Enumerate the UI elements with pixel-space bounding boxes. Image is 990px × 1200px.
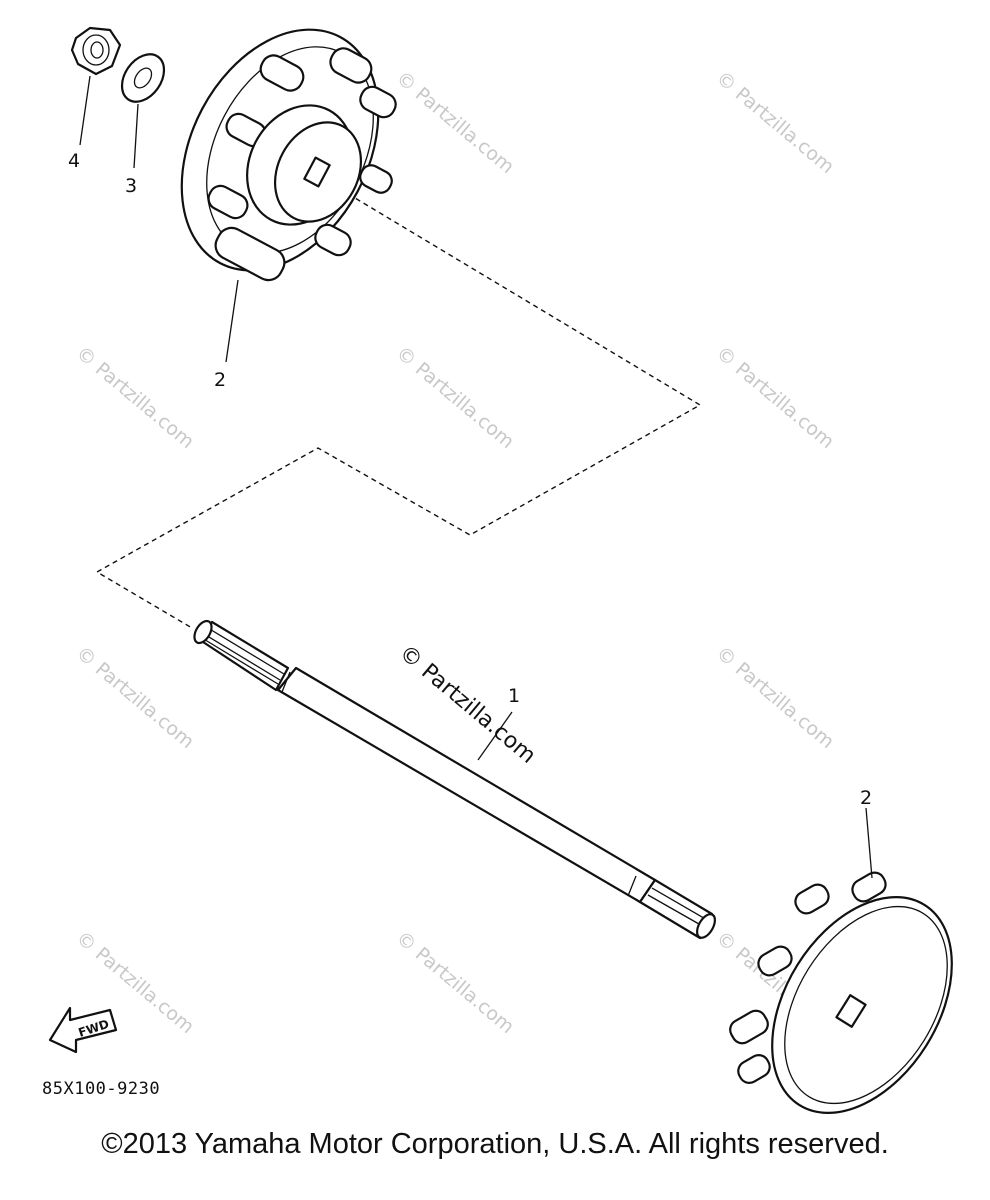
watermark: © Partzilla.com (712, 342, 838, 453)
callout-4: 4 (68, 150, 80, 172)
leader-line-3 (133, 103, 139, 169)
callout-2-upper: 2 (214, 369, 226, 391)
watermark: © Partzilla.com (392, 927, 518, 1038)
watermark: © Partzilla.com (392, 67, 518, 178)
watermark: © Partzilla.com (712, 67, 838, 178)
watermark: © Partzilla.com (392, 342, 518, 453)
callout-3: 3 (125, 175, 137, 197)
lower-coupling-icon (729, 871, 953, 1114)
leader-line-2-upper (225, 279, 239, 363)
callout-1: 1 (508, 685, 520, 707)
watermark: © Partzilla.com (72, 642, 198, 753)
drive-shaft-icon (193, 619, 716, 940)
upper-coupling-icon (180, 28, 397, 282)
callout-2-lower: 2 (860, 787, 872, 809)
assembly-line (95, 179, 702, 629)
washer-icon (120, 53, 166, 103)
diagram-code: 85X100-9230 (42, 1079, 160, 1099)
watermark: © Partzilla.com (712, 642, 838, 753)
fwd-arrow-icon: FWD (48, 1006, 118, 1054)
nut-icon (70, 26, 122, 76)
leader-line-2-lower (865, 807, 873, 879)
leader-line-4 (79, 75, 91, 146)
leader-line-1 (477, 711, 513, 761)
watermark: © Partzilla.com (72, 342, 198, 453)
copyright-notice: ©2013 Yamaha Motor Corporation, U.S.A. A… (101, 1128, 889, 1160)
